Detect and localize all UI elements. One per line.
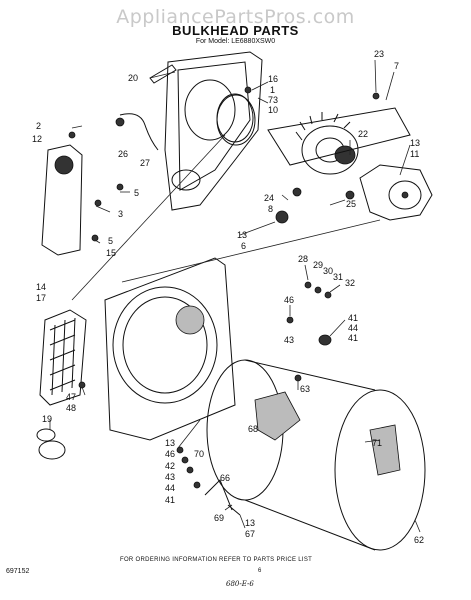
watermark: AppliancePartsPros.com (116, 6, 355, 28)
callout-10: 10 (268, 105, 278, 115)
callout-26: 26 (118, 149, 128, 159)
callout-5-upper: 5 (134, 188, 139, 198)
document-number: 697152 (6, 568, 30, 575)
seal-ring (216, 94, 256, 146)
callout-41-b: 41 (348, 333, 358, 343)
callout-69: 69 (214, 513, 224, 523)
blower-housing (359, 164, 433, 221)
callout-23: 23 (374, 49, 384, 59)
callout-41-lower: 41 (165, 495, 175, 505)
heater-duct (41, 144, 83, 256)
rear-bulkhead-panel (164, 51, 263, 211)
callout-46-upper: 46 (284, 295, 294, 305)
callout-41-a: 41 (348, 313, 358, 323)
callout-8: 8 (268, 204, 273, 214)
callout-25: 25 (346, 199, 356, 209)
callout-30: 30 (323, 266, 333, 276)
blower-wheel (295, 112, 359, 175)
callout-13-lower: 13 (165, 438, 175, 448)
callout-5-lower: 5 (108, 236, 113, 246)
handwritten-note: 680-E-6 (226, 580, 254, 588)
callout-31: 31 (333, 272, 343, 282)
callout-27: 27 (140, 158, 150, 168)
callout-32: 32 (345, 278, 355, 288)
callout-62: 62 (414, 535, 424, 545)
motor-bracket (267, 107, 411, 166)
callout-47: 47 (66, 392, 76, 402)
callout-44-lower: 44 (165, 483, 175, 493)
callout-24: 24 (264, 193, 274, 203)
callout-70: 70 (194, 449, 204, 459)
callout-13-top: 13 (410, 138, 420, 148)
callout-42: 42 (165, 461, 175, 471)
callout-28: 28 (298, 254, 308, 264)
callout-20: 20 (128, 73, 138, 83)
callout-48: 48 (66, 403, 76, 413)
callout-71: 71 (372, 438, 382, 448)
thermal-fuse (36, 428, 66, 460)
lint-filter-guide (149, 64, 177, 84)
callout-15: 15 (106, 248, 116, 258)
callout-13-mid: 13 (237, 230, 247, 240)
front-bulkhead (104, 257, 236, 441)
callout-14: 14 (36, 282, 46, 292)
callout-46-lower: 46 (165, 449, 175, 459)
callout-73: 73 (268, 95, 278, 105)
callout-1: 1 (270, 85, 275, 95)
ordering-info-footer: FOR ORDERING INFORMATION REFER TO PARTS … (120, 557, 313, 563)
callout-6: 6 (241, 241, 246, 251)
leader-lines (49, 59, 421, 533)
callout-22: 22 (358, 129, 368, 139)
callout-29: 29 (313, 260, 323, 270)
model-number: For Model: LE6880XSW0 (195, 38, 276, 45)
callout-2: 2 (36, 121, 41, 131)
page-mark: 6 (258, 568, 262, 574)
callout-11: 11 (410, 149, 419, 159)
callout-12: 12 (32, 134, 42, 144)
fasteners-cluster (68, 86, 380, 489)
wire-harness (119, 113, 159, 151)
heating-element (39, 309, 87, 406)
callout-68: 68 (248, 424, 258, 434)
callout-13-bottom: 13 (245, 518, 255, 528)
callout-16: 16 (268, 74, 278, 84)
callout-7: 7 (394, 61, 399, 71)
callout-labels: 23 7 16 1 73 10 20 2 12 26 27 22 13 11 5… (32, 49, 424, 545)
diagram-title: BULKHEAD PARTS (172, 23, 299, 38)
callout-17: 17 (36, 293, 46, 303)
callout-43-lower: 43 (165, 472, 175, 482)
callout-19: 19 (42, 414, 52, 424)
callout-63: 63 (300, 384, 310, 394)
callout-67: 67 (245, 529, 255, 539)
callout-66: 66 (220, 473, 230, 483)
dryer-drum (206, 359, 426, 551)
callout-43: 43 (284, 335, 294, 345)
callout-44-a: 44 (348, 323, 358, 333)
callout-3: 3 (118, 209, 123, 219)
